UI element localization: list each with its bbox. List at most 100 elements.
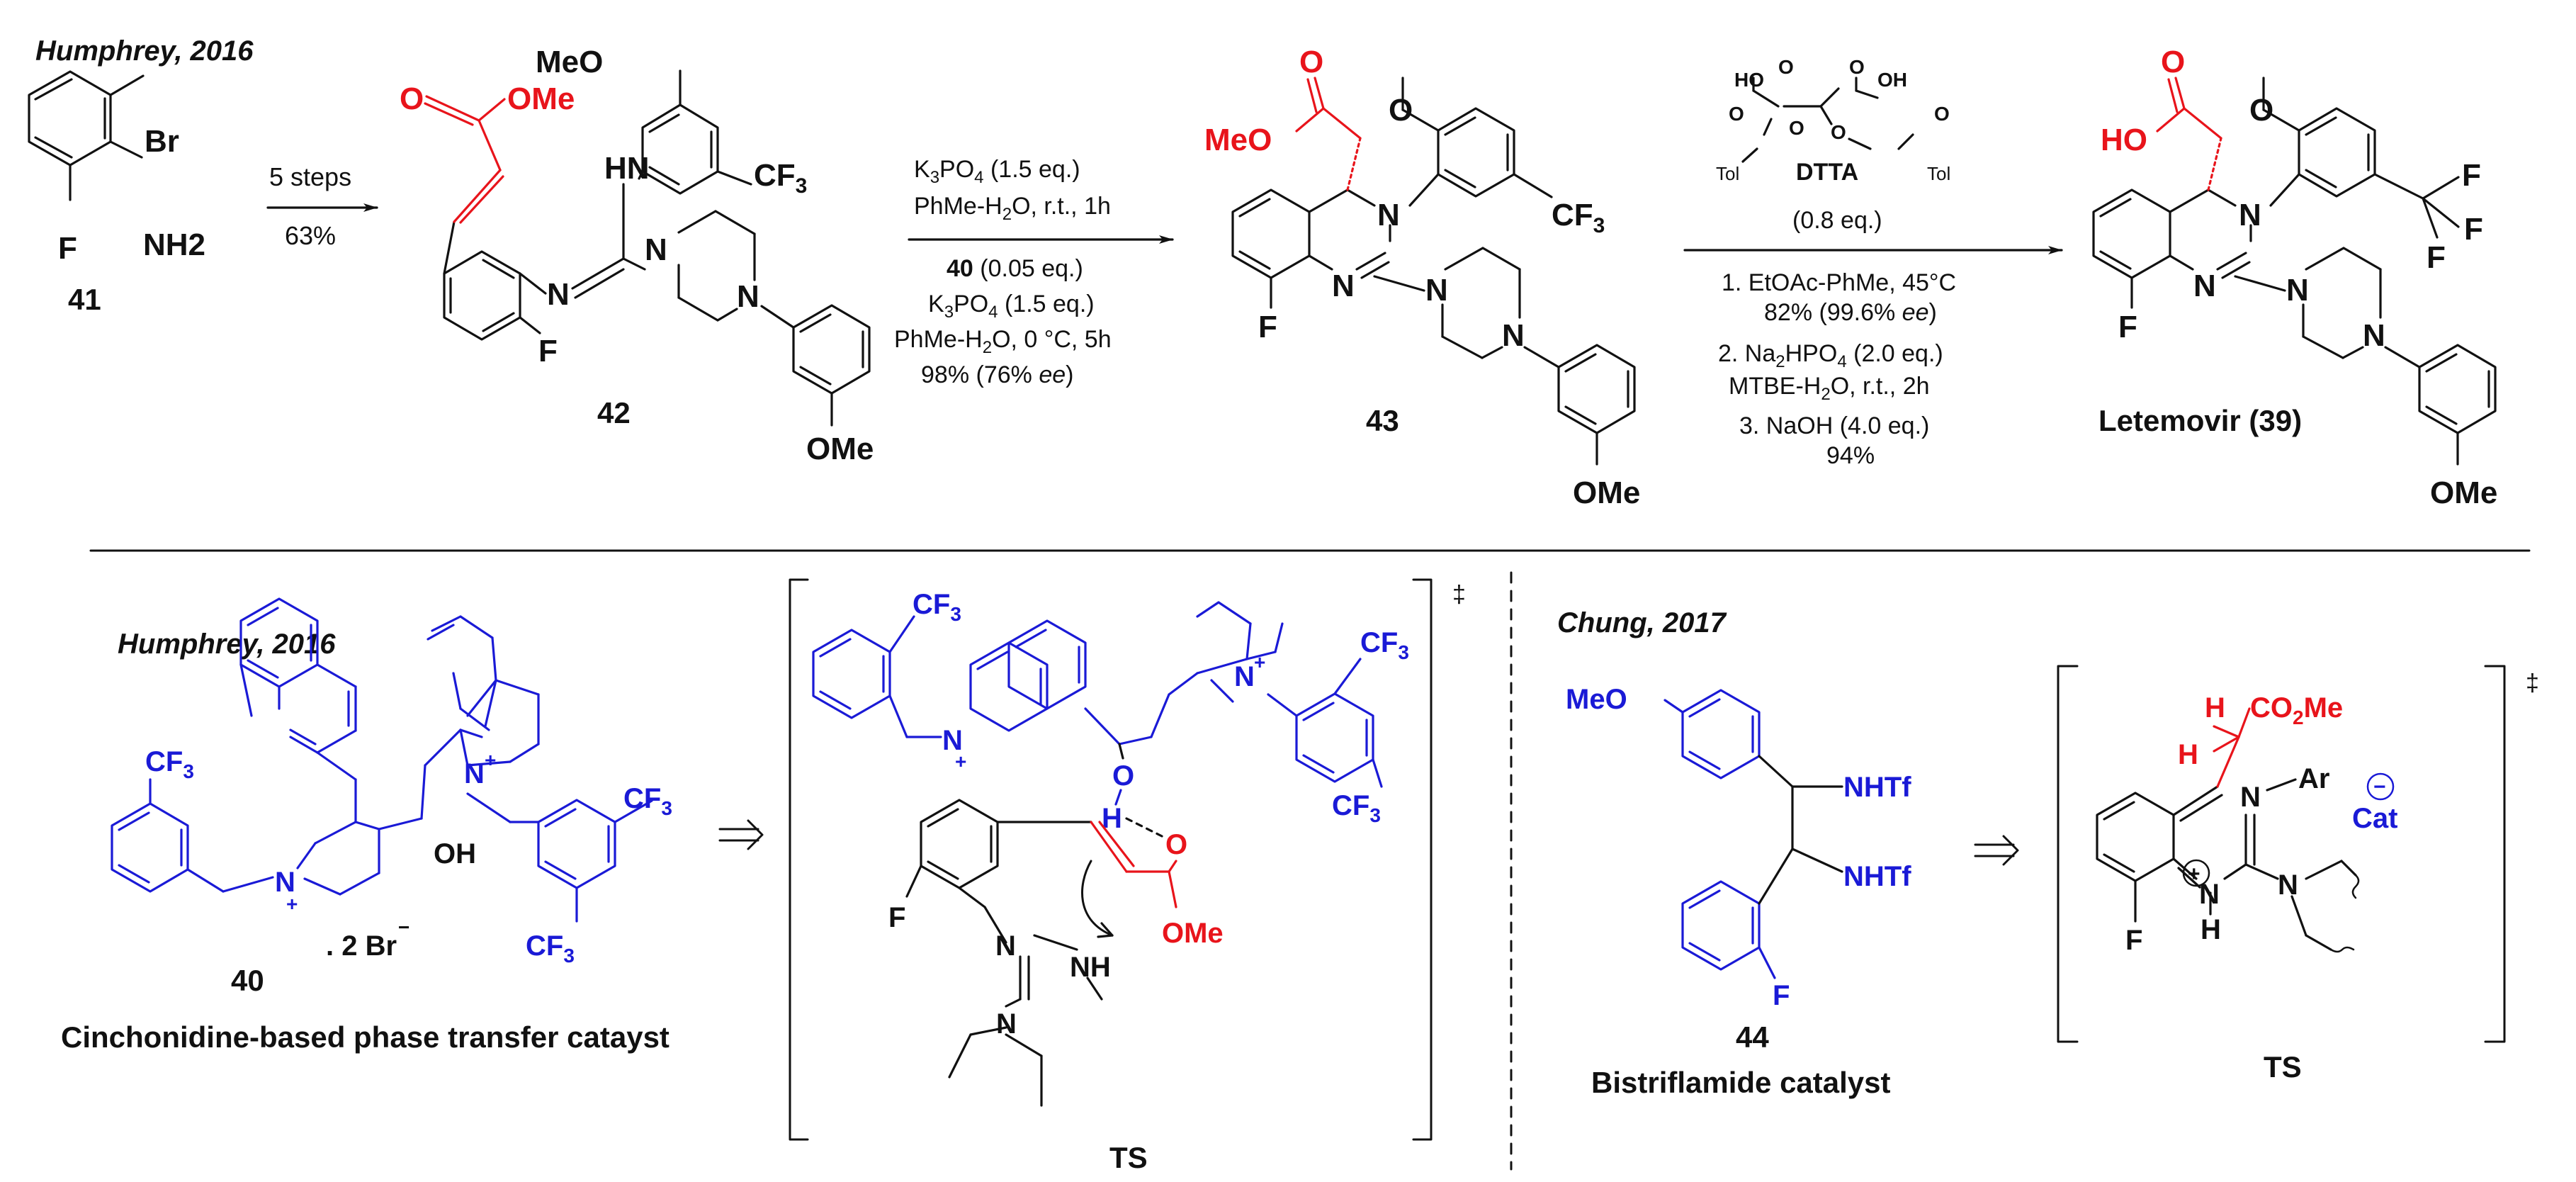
amine-label: NH2 [143, 227, 205, 262]
ts1-imine-n: N [995, 930, 1016, 962]
dtta-o5: O [1831, 121, 1846, 143]
dtta-o4: O [1789, 117, 1804, 139]
ts2-bracket-left [2057, 665, 2079, 1043]
ts2-minus-circle [2366, 772, 2395, 801]
fluorine-label-42: F [538, 334, 558, 368]
compound-39-aryl [2262, 77, 2460, 239]
nhtf-b-label-44: NHTf [1843, 861, 1911, 892]
compound-40-description: Cinchonidine-based phase transfer catays… [61, 1020, 670, 1054]
ts2-minus: − [2373, 775, 2386, 799]
ts2-cat: Cat [2352, 803, 2397, 834]
compound-40: CF3 N + [111, 597, 380, 915]
compound-42-aryl [638, 69, 752, 195]
step2-line3: 40 (0.05 eq.) [947, 255, 1083, 282]
piperazine-n-label-43: N [1425, 273, 1448, 308]
compound-39: F N N O HO [2092, 45, 2497, 510]
ts1-quinuclidinium-n: N [1234, 661, 1255, 692]
ts2-structure [2096, 707, 2395, 953]
dtta-tol2: Tol [1927, 163, 1950, 184]
ts2-ar: Ar [2298, 763, 2329, 794]
compound-39-anisyl [2384, 344, 2497, 466]
ester-oxygen-label: O [400, 81, 424, 116]
compound-43-aryl [1401, 77, 1553, 207]
ts2-bracket-right [2484, 665, 2506, 1043]
cf3-a-label-40: CF3 [145, 746, 194, 782]
ring-n-label-39: N [2239, 198, 2261, 232]
piperazine-n-label: N [645, 232, 667, 267]
ts1-quinolinium-n: N [942, 725, 963, 756]
dtta-tol1: Tol [1716, 163, 1739, 184]
cf3-b-label-40: CF3 [623, 783, 672, 819]
ring-n-label-43: N [1377, 198, 1400, 232]
step1-yield: 63% [285, 221, 336, 250]
dtta-o6: O [1934, 103, 1950, 125]
quinolinium-n-label-40: N [275, 867, 295, 898]
dtta-o3: O [1729, 103, 1744, 125]
step2-line4: K3PO4 (1.5 eq.) [928, 291, 1095, 322]
quinuclidinium-plus-40: + [485, 749, 496, 771]
compound-42-piperazine [677, 210, 756, 322]
stereo-hash [1346, 137, 1362, 191]
ts1-cf3-a: CF3 [913, 589, 961, 625]
ts2-co2me: CO2Me [2250, 692, 2343, 728]
quinoline-40 [239, 597, 357, 754]
fluorine-c-label-39: F [2427, 240, 2446, 275]
cf3-c-label-40: CF3 [526, 930, 575, 967]
compound-43-benzo [1231, 188, 1311, 309]
fluorine-label-44: F [1773, 980, 1790, 1011]
piperazine-n2-label-43: N [1502, 318, 1525, 353]
fluorine-label-39: F [2118, 310, 2137, 344]
fluorine-a-label-39: F [2462, 158, 2481, 193]
retrosynthesis-arrow-1 [718, 819, 764, 850]
acid-arm-39 [2156, 77, 2222, 140]
piperazine-n2-label: N [737, 279, 759, 314]
methoxy-aryl-label: MeO [536, 45, 603, 79]
dtta-label: DTTA [1796, 159, 1858, 186]
benzyl-ring-40 [111, 778, 274, 893]
methoxy-label-44: MeO [1566, 684, 1627, 715]
compound-39-pyrimidine [2169, 188, 2252, 279]
compound-43: F N N O MeO [1204, 45, 1640, 510]
imine-n-label: N [547, 277, 570, 312]
ts2-nh-h: H [2201, 914, 2221, 945]
compound-42-anisyl [760, 304, 871, 427]
dtta-ho-label: HO [1734, 69, 1764, 91]
ts2-plus-circle [2182, 859, 2210, 887]
step1-conditions: 5 steps [269, 162, 351, 191]
ts2-amidine-n: N [2199, 879, 2220, 910]
ts2-plus: + [2188, 862, 2201, 886]
ts1-cf3-c: CF3 [1332, 790, 1381, 826]
ester-o-label-43: O [1299, 45, 1323, 79]
compound-44-label: 44 [1736, 1020, 1769, 1054]
anisyl-ome-label-39: OMe [2430, 475, 2497, 510]
ts2-imine-n: N [2240, 782, 2261, 813]
ts2-amine-n: N [2278, 869, 2298, 901]
compound-40-label: 40 [231, 964, 264, 997]
ester-meo-label-43: MeO [1204, 123, 1272, 157]
retrosynthesis-arrow-2 [1974, 835, 2019, 866]
ts1-h-bond [1125, 817, 1163, 838]
compound-42-benzene [443, 250, 521, 341]
hydroxyl-label-40: OH [434, 838, 476, 869]
ts1-quinolinium-plus: + [955, 750, 966, 772]
reference-humphrey-top: Humphrey, 2016 [35, 35, 254, 67]
ts1-carbonyl-o: O [1165, 829, 1187, 860]
dtta-equiv: (0.8 eq.) [1792, 207, 1882, 234]
step3-line3: 2. Na2HPO4 (2.0 eq.) [1718, 340, 1943, 371]
ts1-cf3-b: CF3 [1360, 627, 1409, 663]
ts2-double-dagger: ‡ [2526, 670, 2539, 697]
ts1-bracket-left [789, 578, 809, 1141]
nhtf-a-label-44: NHTf [1843, 772, 1911, 803]
ts1-double-dagger: ‡ [1452, 581, 1466, 608]
compound-44-description: Bistriflamide catalyst [1591, 1066, 1891, 1099]
anisyl-ome-label-43: OMe [1573, 475, 1640, 510]
ester-arm-43 [1295, 77, 1362, 140]
ts2-h-a: H [2205, 692, 2225, 724]
compound-39-piperazine [2302, 247, 2382, 359]
letemovir-label: Letemovir (39) [2098, 404, 2302, 437]
reference-humphrey-bottom: Humphrey, 2016 [118, 629, 336, 660]
quinuclidinium-n-label-40: N [464, 758, 485, 789]
ts1-amine-n: N [996, 1008, 1017, 1040]
compound-41-ring [28, 70, 145, 201]
